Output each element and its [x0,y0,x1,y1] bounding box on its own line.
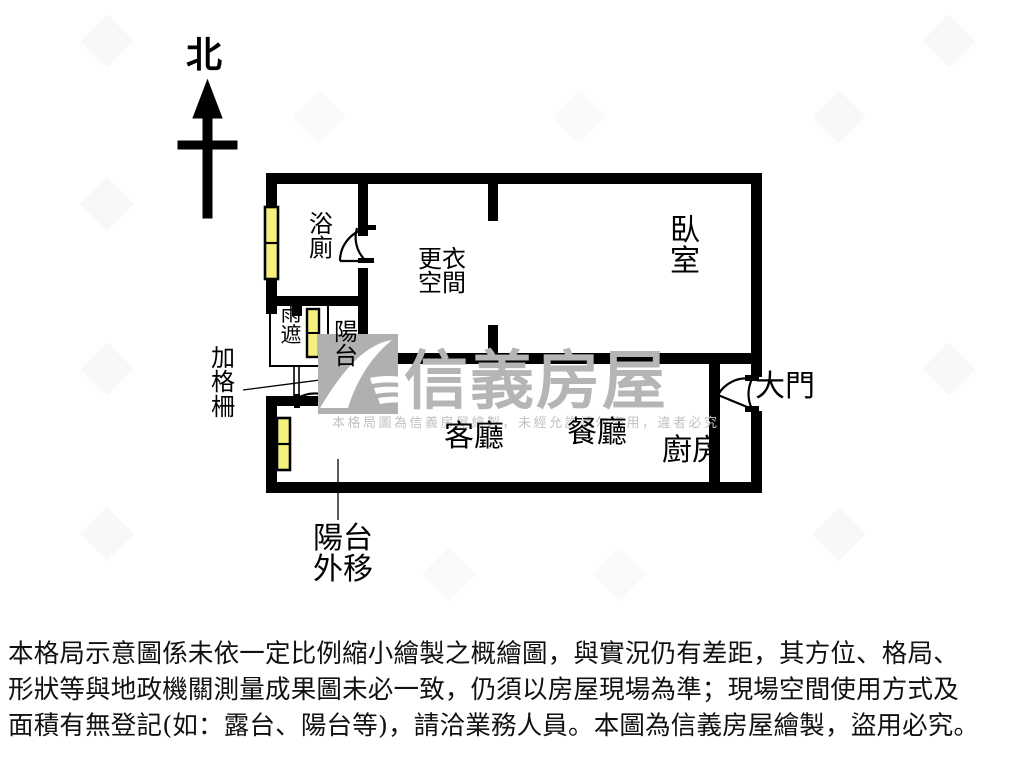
annotation-added-grille: 加 格 柵 [211,344,235,421]
room-label-bathroom: 浴 廁 [309,210,333,263]
room-label-living: 客廳 [444,419,504,454]
window-bathroom [263,205,280,281]
disclaimer: 本格局示意圖係未依一定比例縮小繪製之概繪圖，與實況仍有差距，其方位、格局、 形狀… [8,636,1016,745]
doors [294,225,759,412]
window-living [275,416,292,472]
room-label-balcony: 陽 台 [334,318,358,371]
room-label-dining: 餐廳 [567,415,627,450]
room-label-kitchen: 廚房 [662,433,722,468]
room-label-dressing: 更衣 空間 [418,245,466,298]
door-main [717,375,759,412]
disclaimer-line-3: 面積有無登記(如：露台、陽台等)，請洽業務人員。本圖為信義房屋繪製，盜用必究。 [8,711,980,742]
disclaimer-line-1: 本格局示意圖係未依一定比例縮小繪製之概繪圖，與實況仍有差距，其方位、格局、 [8,639,959,669]
floorplan-drawing [177,78,763,520]
floorplan-canvas: 信義房屋 本格局圖為信義房屋繪製，未經允許請勿盜用，違者必究 北 浴 廁 更衣 … [177,34,815,587]
room-label-bedroom: 臥 室 [670,213,700,279]
windows [263,205,321,472]
room-label-rain-shield: 雨 遮 [280,302,302,348]
window-rain-shield [305,307,321,359]
leader-lines [242,379,339,520]
main-door-opening [750,377,763,411]
annotation-main-door: 大門 [755,369,815,404]
watermark-notice: 本格局圖為信義房屋繪製，未經允許請勿盜用，違者必究 [332,416,720,431]
disclaimer-line-2: 形狀等與地政機關測量成果圖未必一致，仍須以房屋現場為準；現場空間使用方式及 [8,675,959,706]
north-arrow-icon [177,78,238,219]
door-bathroom [338,225,376,263]
annotation-balcony-relocated: 陽台 外移 [313,521,373,587]
compass-north-label: 北 [186,34,223,76]
